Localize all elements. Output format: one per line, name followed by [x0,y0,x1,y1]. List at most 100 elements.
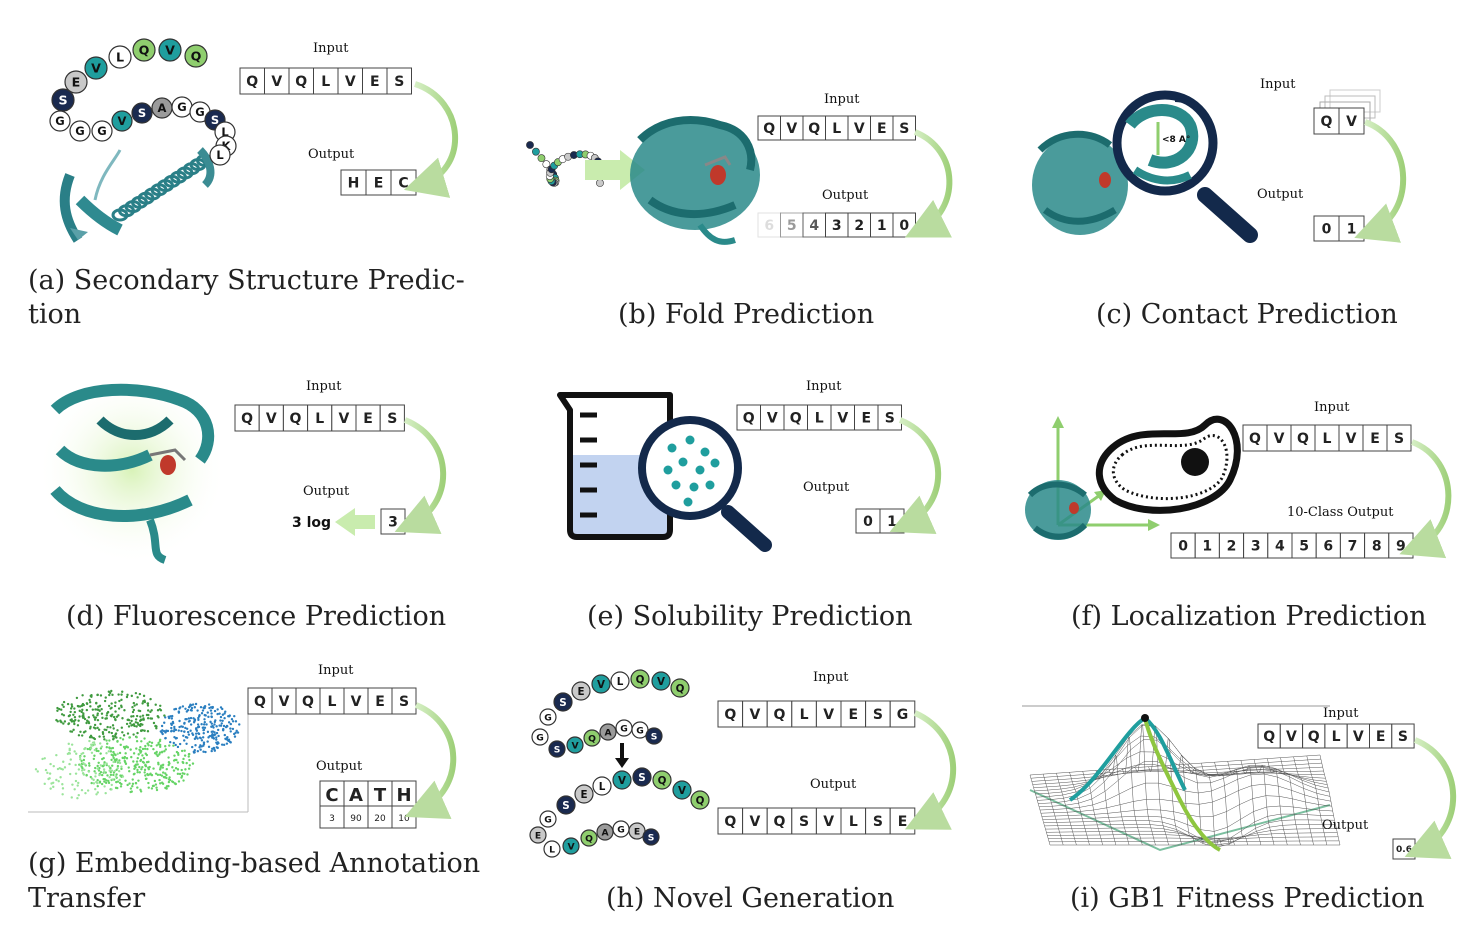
svg-text:Q: Q [1308,729,1320,745]
svg-text:V: V [351,694,362,710]
svg-text:Q: Q [585,833,593,844]
svg-text:2: 2 [1227,539,1237,555]
svg-text:V: V [165,43,175,58]
svg-text:0: 0 [1322,222,1332,238]
sequence-cell: 1 [879,508,905,534]
amino-acid-bead: G [615,719,633,737]
sequence-cell: L [825,115,849,141]
sequence-cell: Q [234,404,260,432]
sequence-cell: 1 [1338,215,1365,242]
svg-text:Q: Q [254,694,266,710]
svg-text:L: L [849,814,858,830]
amino-acid-bead: V [111,110,133,132]
svg-text:S: S [211,113,219,127]
svg-text:V: V [618,775,626,787]
down-arrow-icon [615,743,629,768]
flow-arrow [394,417,447,534]
amino-acid-bead: G [631,721,649,739]
svg-text:E: E [375,694,385,710]
caption-e: (e) Solubility Prediction [587,601,913,632]
sequence-cell: E [1362,424,1388,452]
svg-text:5: 5 [1299,539,1309,555]
magnifier-icon: <8 A° [1112,90,1258,243]
svg-text:S: S [58,93,67,108]
svg-text:C: C [398,176,408,192]
svg-text:Q: Q [1249,431,1261,447]
amino-acid-bead: E [628,822,646,840]
svg-text:V: V [338,411,349,427]
svg-text:S: S [394,74,404,90]
svg-text:L: L [617,676,624,688]
amino-acid-bead: G [171,96,193,118]
sequence-cell: 9 [1388,532,1414,559]
sequence-cell: 3 [825,212,849,238]
svg-text:V: V [786,121,797,137]
svg-text:E: E [535,830,541,841]
sequence-cell: G [889,700,916,728]
svg-text:V: V [657,676,665,688]
input-label: Input [306,379,342,394]
caption-g-line2: Transfer [28,883,146,914]
svg-text:H: H [348,176,360,192]
svg-text:G: G [75,124,84,138]
svg-text:L: L [549,844,555,855]
svg-text:8: 8 [1372,539,1382,555]
sequence-cell: E [840,700,867,728]
amino-acid-bead: Q [690,790,710,810]
svg-text:E: E [370,74,380,90]
svg-text:Q: Q [191,49,202,64]
sequence-cell: Q [282,404,309,432]
svg-text:9: 9 [1396,539,1406,555]
sequence-cell: 1 [870,212,894,238]
sequence-cell: 4 [802,212,826,238]
svg-text:Q: Q [139,43,150,58]
sequence-cell: V [742,807,768,835]
amino-acid-bead: Q [580,829,598,847]
caption-f: (f) Localization Prediction [1071,601,1427,632]
sequence-cell: V [830,404,855,431]
output-label: Output [803,480,850,495]
svg-text:L: L [216,148,224,162]
caption-b: (b) Fold Prediction [618,299,875,330]
svg-text:S: S [559,697,566,709]
svg-text:Q: Q [676,683,685,695]
svg-text:V: V [345,74,356,90]
amino-acid-bead: L [592,776,612,796]
svg-text:L: L [1323,431,1332,447]
sequence-cell: S [865,700,891,728]
input-label: Input [806,379,842,394]
svg-text:1: 1 [1202,539,1212,555]
input-label: Input [1323,706,1359,721]
input-label: Input [318,663,354,678]
sequence-cell: S [877,404,902,431]
sequence-cell: H10 [391,780,417,829]
sequence-cell: L [807,404,832,431]
amino-acid-bead: G [539,810,557,828]
output-label: Output [1257,187,1304,202]
sequence-cell: L [319,687,345,715]
svg-text:L: L [321,74,330,90]
svg-text:V: V [749,814,760,830]
output-label: Output [810,777,857,792]
sequence-cell: Q [766,700,793,728]
svg-text:G: G [544,712,552,723]
sequence-cell: Q [1290,424,1316,452]
glowing-protein-icon [37,375,227,565]
svg-text:A: A [604,727,612,738]
amino-acid-bead: V [651,671,671,691]
sequence-cell: 1 [1194,532,1220,559]
sequence-cell: 4 [1267,532,1293,559]
sequence-cell: Q [1242,424,1268,452]
amino-acid-bead: A [151,97,173,119]
amino-acid-bead: V [562,837,580,855]
svg-text:S: S [399,694,409,710]
sequence-cell: Q [766,807,793,835]
svg-text:1: 1 [1347,222,1357,238]
svg-text:V: V [567,841,575,852]
svg-text:S: S [873,707,883,723]
amino-acid-bead: G [612,820,630,838]
svg-text:5: 5 [787,218,797,234]
sequence-cell: Q [288,67,314,95]
svg-text:G: G [195,105,204,119]
